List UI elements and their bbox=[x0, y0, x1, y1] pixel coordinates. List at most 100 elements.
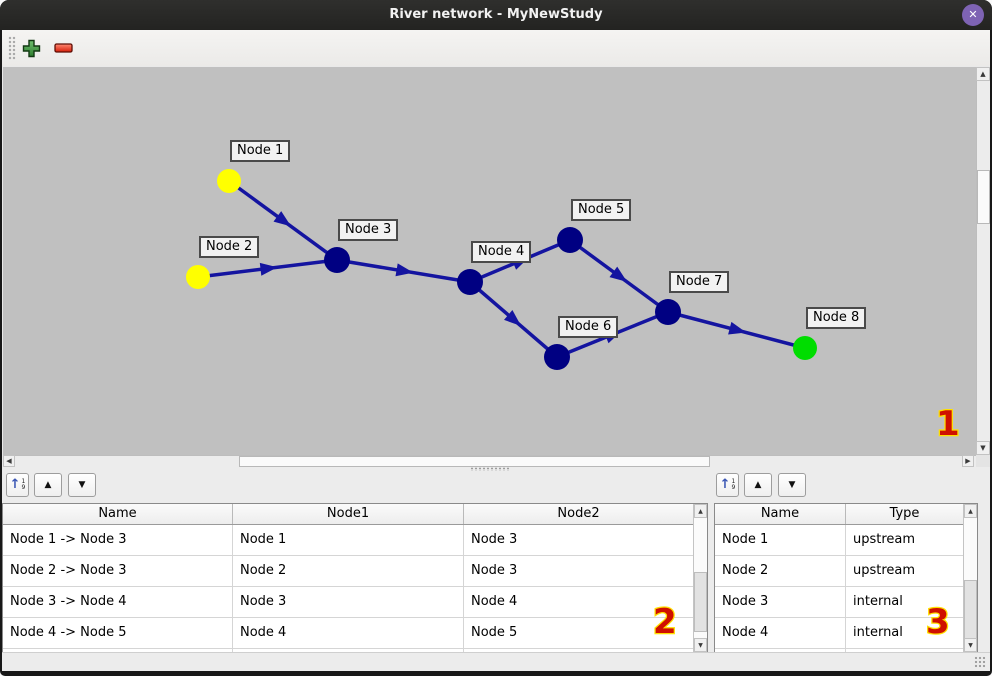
node-label[interactable]: Node 6 bbox=[558, 316, 619, 338]
vertical-scrollbar[interactable] bbox=[976, 67, 990, 455]
scrollbar-thumb[interactable] bbox=[694, 572, 707, 632]
up-arrow-icon: ▲ bbox=[754, 480, 762, 490]
move-reach-up-button[interactable]: ▲ bbox=[34, 473, 62, 497]
node-label[interactable]: Node 1 bbox=[230, 140, 291, 162]
table-cell: Node 4 bbox=[471, 594, 518, 609]
table-cell: Node 3 bbox=[715, 587, 846, 617]
table-cell: upstream bbox=[853, 532, 916, 547]
table-cell: Node 2 -> Node 3 bbox=[3, 556, 233, 586]
title-bar[interactable]: River network - MyNewStudy ✕ bbox=[0, 0, 992, 30]
close-icon[interactable]: ✕ bbox=[962, 4, 984, 26]
node-label[interactable]: Node 4 bbox=[471, 241, 532, 263]
flow-arrow-icon bbox=[259, 262, 278, 276]
table-cell: Node 4 -> Node 5 bbox=[3, 618, 233, 648]
down-arrow-icon: ▼ bbox=[78, 480, 86, 490]
flow-arrow-icon bbox=[395, 263, 414, 277]
scroll-down-icon[interactable]: ▼ bbox=[976, 441, 990, 455]
node-label[interactable]: Node 2 bbox=[199, 236, 260, 258]
table-cell: Node 3 bbox=[233, 587, 464, 617]
annotation-2: 2 bbox=[652, 601, 678, 644]
toolbar-drag-handle[interactable] bbox=[8, 36, 16, 60]
table-cell: Node 5 bbox=[471, 625, 518, 640]
network-canvas[interactable]: Node 1 Node 2 Node 3 Node 4 Node 5 Node 6 Node… bbox=[3, 67, 976, 455]
scrollbar-thumb[interactable] bbox=[964, 580, 977, 640]
partial-row bbox=[3, 649, 693, 652]
node-circle[interactable] bbox=[186, 265, 210, 289]
partial-row bbox=[715, 649, 963, 652]
remove-node-button[interactable] bbox=[52, 37, 74, 59]
table-cell: Node 3 bbox=[471, 563, 518, 578]
table-header-row: Name Type bbox=[715, 504, 963, 525]
table-row[interactable]: Node 2 upstream bbox=[715, 556, 963, 587]
table-cell: internal bbox=[853, 594, 903, 609]
flow-arrow-icon bbox=[273, 211, 292, 227]
reaches-table-scrollbar[interactable]: ▲ ▼ bbox=[693, 504, 707, 652]
scroll-down-icon[interactable]: ▼ bbox=[694, 638, 707, 652]
window-title: River network - MyNewStudy bbox=[389, 7, 603, 22]
move-node-up-button[interactable]: ▲ bbox=[744, 473, 772, 497]
scroll-up-icon[interactable]: ▲ bbox=[964, 504, 977, 518]
node-circle[interactable] bbox=[655, 299, 681, 325]
minus-icon bbox=[53, 43, 73, 53]
scroll-right-icon[interactable]: ▶ bbox=[962, 455, 974, 467]
status-bar bbox=[2, 652, 990, 671]
nodes-table-scrollbar[interactable]: ▲ ▼ bbox=[963, 504, 977, 652]
vertical-scrollbar-thumb[interactable] bbox=[977, 170, 990, 224]
scroll-up-icon[interactable]: ▲ bbox=[694, 504, 707, 518]
table-row[interactable]: Node 3 internal bbox=[715, 587, 963, 618]
table-cell: upstream bbox=[853, 563, 916, 578]
node-label[interactable]: Node 7 bbox=[669, 271, 730, 293]
move-node-down-button[interactable]: ▼ bbox=[778, 473, 806, 497]
column-header[interactable]: Type bbox=[889, 506, 920, 521]
node-label[interactable]: Node 8 bbox=[806, 307, 867, 329]
column-header[interactable]: Name bbox=[3, 504, 233, 524]
node-circle[interactable] bbox=[793, 336, 817, 360]
node-circle[interactable] bbox=[324, 247, 350, 273]
table-cell: Node 4 bbox=[233, 618, 464, 648]
add-node-button[interactable] bbox=[20, 37, 42, 59]
table-cell: Node 3 bbox=[471, 532, 518, 547]
table-cell: Node 4 bbox=[715, 618, 846, 648]
node-circle[interactable] bbox=[544, 344, 570, 370]
node-circle[interactable] bbox=[457, 269, 483, 295]
node-circle[interactable] bbox=[557, 227, 583, 253]
up-arrow-icon: ▲ bbox=[44, 480, 52, 490]
table-cell: Node 1 -> Node 3 bbox=[3, 525, 233, 555]
flow-arrow-icon bbox=[728, 321, 747, 335]
scroll-down-icon[interactable]: ▼ bbox=[964, 638, 977, 652]
column-header[interactable]: Node1 bbox=[233, 504, 464, 524]
plus-icon bbox=[22, 39, 40, 57]
main-toolbar bbox=[2, 30, 990, 67]
splitter-handle[interactable] bbox=[470, 467, 510, 471]
node-label[interactable]: Node 5 bbox=[571, 199, 632, 221]
move-reach-down-button[interactable]: ▼ bbox=[68, 473, 96, 497]
node-circle[interactable] bbox=[217, 169, 241, 193]
column-header[interactable]: Name bbox=[715, 504, 846, 524]
annotation-3: 3 bbox=[925, 601, 951, 644]
horizontal-scrollbar-thumb[interactable] bbox=[239, 456, 710, 467]
node-label[interactable]: Node 3 bbox=[338, 219, 399, 241]
annotation-1: 1 bbox=[935, 403, 961, 446]
flow-arrow-icon bbox=[609, 266, 628, 282]
scroll-up-icon[interactable]: ▲ bbox=[976, 67, 990, 81]
resize-grip[interactable] bbox=[974, 656, 986, 668]
scroll-left-icon[interactable]: ◀ bbox=[3, 455, 15, 467]
table-cell: Node 3 -> Node 4 bbox=[3, 587, 233, 617]
column-header[interactable]: Node2 bbox=[557, 506, 600, 521]
down-arrow-icon: ▼ bbox=[788, 480, 796, 490]
table-cell: Node 2 bbox=[715, 556, 846, 586]
